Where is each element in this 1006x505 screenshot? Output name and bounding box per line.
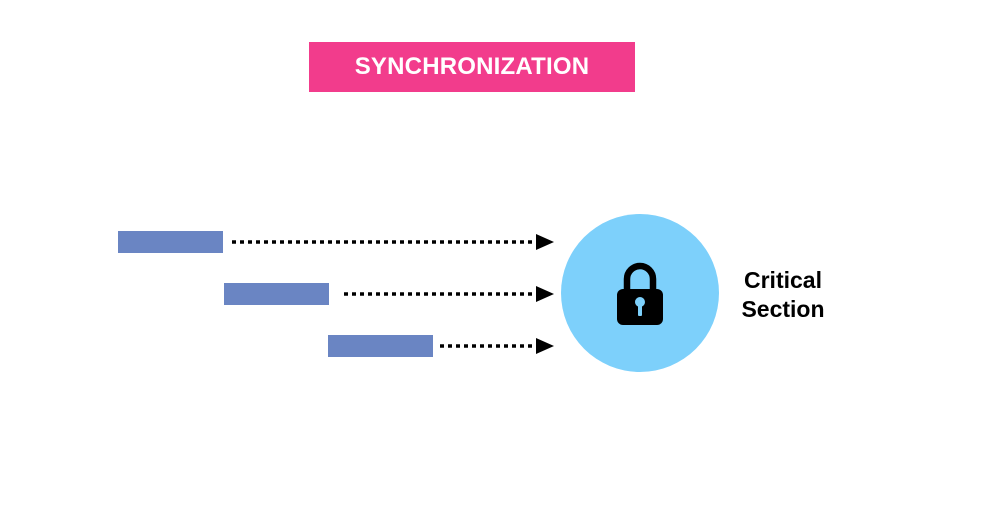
title-banner: SYNCHRONIZATION (309, 42, 635, 92)
thread-arrow-3 (440, 338, 554, 354)
thread-arrow-2 (344, 286, 554, 302)
thread-bar-2 (224, 283, 329, 305)
thread-bar-3 (328, 335, 433, 357)
arrowhead-2 (536, 286, 554, 302)
critical-section-label-line1: Critical (744, 267, 822, 293)
critical-section-label-line2: Section (741, 296, 825, 322)
diagram-title: SYNCHRONIZATION (354, 53, 590, 80)
arrowhead-1 (536, 234, 554, 250)
padlock-icon (617, 262, 663, 325)
thread-bar-1 (118, 231, 223, 253)
thread-arrow-1 (232, 234, 554, 250)
arrowhead-3 (536, 338, 554, 354)
critical-section-label: Critical Section (730, 266, 836, 324)
